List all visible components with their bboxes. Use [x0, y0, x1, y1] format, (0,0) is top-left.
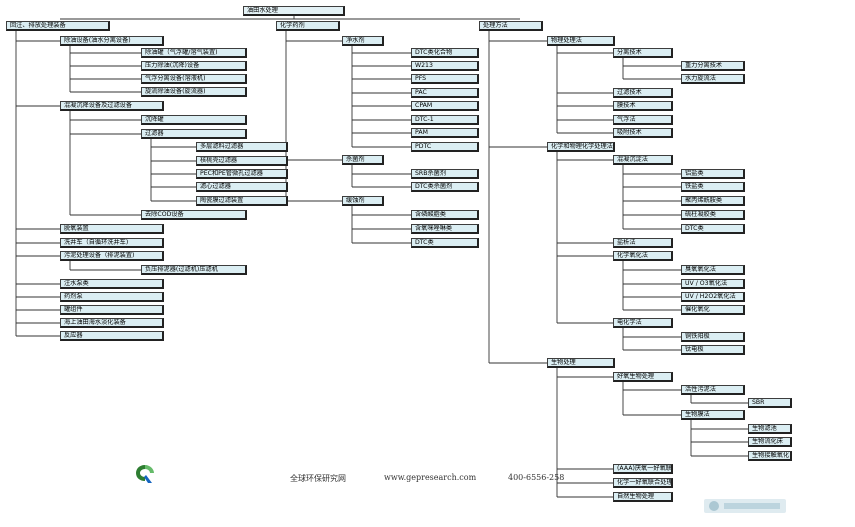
node-0-0-0: 除油罐（气浮罐/溶气装置) [141, 48, 247, 58]
node-1-1: 杀菌剂 [342, 155, 384, 165]
node-2-2-3: 自然生物处理 [613, 492, 673, 502]
footer-site-name: 全球环保研究网 [290, 474, 346, 483]
node-0-0-1: 压力除油(沉降)设备 [141, 61, 247, 71]
node-0-0-2: 气浮分离设备(溶液机) [141, 74, 247, 84]
node-2-2-0-0: 活性污泥法 [681, 385, 745, 395]
group-header-2: 处理方法 [479, 21, 543, 31]
group-header-0: 回注、排放处理装备 [6, 21, 110, 31]
node-2-0: 物理处理法 [547, 36, 615, 46]
node-2-1-0-4: DTC类 [681, 224, 745, 234]
node-2-2-0-1: 生物膜法 [681, 410, 745, 420]
node-2-0-0-1: 水力旋流法 [681, 74, 745, 84]
node-1-0-2: PFS [411, 74, 479, 84]
node-2-2-0-1-1: 生物流化床 [748, 437, 792, 447]
node-1-0-7: PDTC [411, 142, 479, 152]
node-0-0: 除油设备(油水分离设备) [60, 36, 164, 46]
node-2-1-0-1: 铁盐类 [681, 182, 745, 192]
watermark-logo-icon [704, 499, 786, 513]
footer-url[interactable]: www.gepresearch.com [384, 473, 477, 482]
node-1-1-1: DTC类杀菌剂 [411, 182, 479, 192]
node-0-8: 海上油田海水淡化装备 [60, 318, 164, 328]
node-2-1-3-1: 钛电极 [681, 345, 745, 355]
node-0-1-1-2: PEC和PE管微孔过滤器 [196, 169, 288, 179]
node-0-9: 反应器 [60, 331, 164, 341]
footer-phone: 400-6556-258 [508, 473, 565, 482]
node-2-1-3: 电化学法 [613, 318, 673, 328]
node-2-1-0-0: 铝盐类 [681, 169, 745, 179]
node-1-2-0: 含磷酸脂类 [411, 210, 479, 220]
node-2-2-1: (AAA)厌氧一好氧联合处理 [613, 464, 673, 474]
node-2-2-0-1-0: 生物滤池 [748, 424, 792, 434]
node-0-4-0: 负压排泥器(过滤机)压滤机 [141, 265, 247, 275]
node-0-4: 污泥处理设备（排泥装置) [60, 251, 164, 261]
node-1-0-3: PAC [411, 88, 479, 98]
node-2-1-2-1: UV / O3氧化法 [681, 279, 745, 289]
node-2-0-0-0: 重力分离技术 [681, 61, 745, 71]
node-2-2-0-1-2: 生物接触氧化 [748, 451, 792, 461]
root-node: 油田水处理 [243, 6, 345, 16]
node-0-1-1-3: 滤心过滤器 [196, 182, 288, 192]
node-0-1-1-4: 陶瓷膜过滤装置 [196, 196, 288, 206]
node-2-2: 生物处理 [547, 358, 615, 368]
node-2-1-0-2: 聚丙烯酰胺类 [681, 196, 745, 206]
node-2-1-2-3: 催化氧化 [681, 305, 745, 315]
node-2-1-2: 化学氧化法 [613, 251, 673, 261]
node-0-2: 脱氧装置 [60, 224, 164, 234]
node-2-0-0: 分离技术 [613, 48, 673, 58]
node-2-1-0: 混凝沉淀法 [613, 155, 673, 165]
node-1-2: 缓蚀剂 [342, 196, 384, 206]
node-0-1-1-1: 核桃壳过滤器 [196, 156, 288, 166]
node-2-2-0: 好氧生物处理 [613, 372, 673, 382]
node-1-1-0: SRB杀菌剂 [411, 169, 479, 179]
node-1-0-1: W213 [411, 61, 479, 71]
node-0-6: 药剂泵 [60, 292, 164, 302]
node-2-1-3-0: 铜铁阳极 [681, 332, 745, 342]
node-0-7: 罐组件 [60, 305, 164, 315]
node-0-3: 洗井车（自循环洗井车) [60, 238, 164, 248]
node-0-1: 混凝沉降设备及过滤设备 [60, 101, 164, 111]
group-header-1: 化学药剂 [276, 21, 340, 31]
node-0-5: 注水泵类 [60, 279, 164, 289]
node-2-1-2-2: UV / H2O2氧化法 [681, 292, 745, 302]
node-2-0-1: 过滤技术 [613, 88, 673, 98]
node-0-1-1-0: 多层滤料过滤器 [196, 142, 288, 152]
node-1-0-0: DTC类化合物 [411, 48, 479, 58]
node-1-2-2: DTC类 [411, 238, 479, 248]
node-1-2-1: 含氧咪唑啉类 [411, 224, 479, 234]
node-2-0-4: 吸附技术 [613, 128, 673, 138]
node-1-0-6: PAM [411, 128, 479, 138]
node-1-0-4: CPAM [411, 101, 479, 111]
node-2-0-2: 膜技术 [613, 101, 673, 111]
node-2-2-2: 化学一好氧联合处理 [613, 478, 673, 488]
node-2-1-0-3: 硫柱凝胶类 [681, 210, 745, 220]
node-2-1-2-0: 臭氧氧化法 [681, 265, 745, 275]
site-logo-icon [136, 465, 154, 483]
node-0-1-1: 过滤器 [141, 129, 247, 139]
node-0-1-0: 沉降罐 [141, 115, 247, 125]
node-2-2-0-0-0: SBR [748, 398, 792, 408]
node-1-0: 净水剂 [342, 36, 384, 46]
node-0-0-3: 旋流除油设备(旋流器) [141, 87, 247, 97]
node-0-1-2: 去除COD设备 [141, 210, 247, 220]
node-2-0-3: 气浮法 [613, 115, 673, 125]
node-1-0-5: DTC-1 [411, 115, 479, 125]
node-2-1: 化学和物理化学处理法 [547, 142, 615, 152]
node-2-1-1: 盐析法 [613, 238, 673, 248]
